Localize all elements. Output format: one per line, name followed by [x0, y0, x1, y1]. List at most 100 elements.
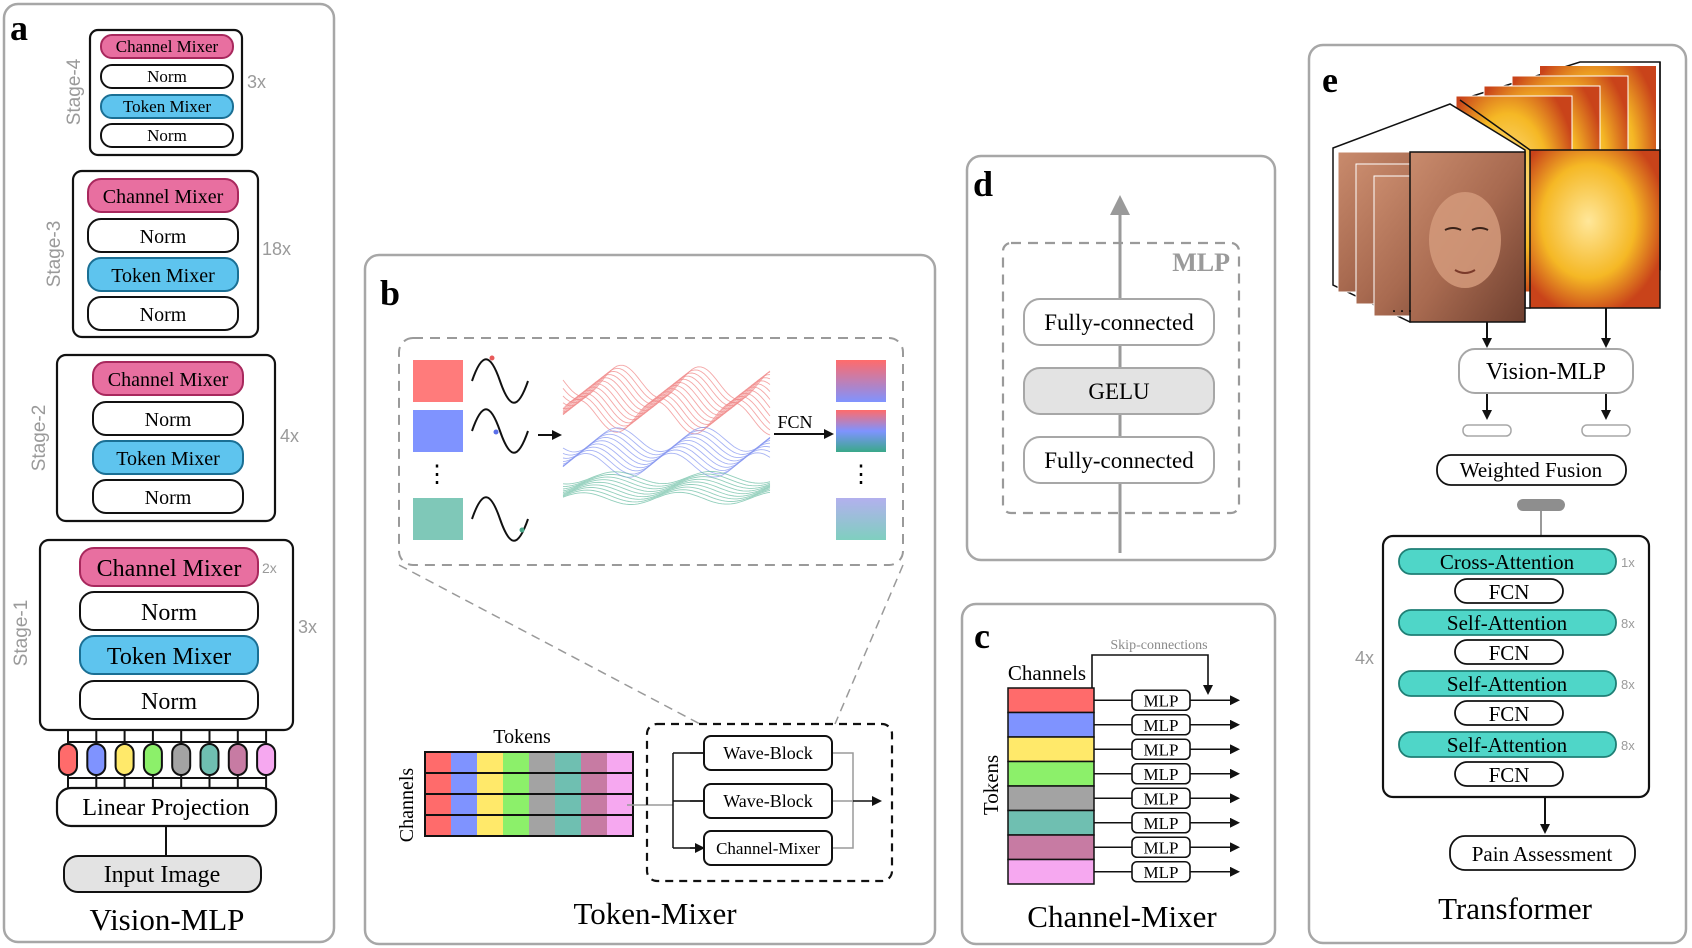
wave-line	[562, 470, 771, 485]
wave-line	[562, 476, 771, 490]
stage-1-channel-repeat: 2x	[262, 560, 277, 576]
pain-assessment-label: Pain Assessment	[1472, 842, 1613, 866]
wave-block-1	[703, 735, 833, 771]
mlp-box-label: MLP	[1144, 838, 1179, 857]
linear-projection-label: Linear Projection	[82, 795, 249, 821]
fully-connected-top-label: Fully-connected	[1044, 310, 1194, 335]
stage-2-norm-1	[92, 401, 244, 436]
self-attention-2-label: Self-Attention	[1447, 672, 1568, 696]
embedding-right	[1581, 424, 1631, 437]
grid-outline	[424, 751, 634, 837]
wave-line	[562, 395, 771, 432]
stage-4-channel-mixer	[100, 34, 234, 59]
wave-line	[562, 399, 771, 436]
stage-3-label: Stage-3	[44, 221, 65, 288]
wave-line	[562, 392, 771, 428]
stage-1-token-mixer	[79, 635, 259, 675]
panel-c: c Skip-connections Channels Tokens MLPML…	[960, 602, 1277, 946]
stage-1-channel-mixer	[79, 547, 259, 587]
weighted-fusion-box	[1436, 454, 1627, 486]
wave-block-2	[703, 783, 833, 819]
mlp-box-label: MLP	[1144, 765, 1179, 784]
patch-tokens	[58, 730, 277, 788]
wave-zoom-frame	[398, 337, 904, 566]
stage-2-norm-1-label: Norm	[145, 409, 192, 431]
mlp-dashed-box	[1001, 241, 1241, 515]
self-attention-box-1	[1398, 609, 1617, 636]
stage-4-token-mixer	[100, 94, 234, 119]
mlp-box-label: MLP	[1144, 691, 1179, 710]
thermal-video-stack	[1455, 61, 1661, 309]
stage-2-token-mixer-label: Token Mixer	[116, 448, 220, 470]
panel-b-letter: b	[380, 273, 400, 313]
stage-3-token-mixer-label: Token Mixer	[111, 265, 215, 287]
token-row	[1007, 858, 1095, 885]
output-square-2	[836, 410, 886, 452]
stage-4-norm-1	[100, 64, 234, 89]
wave-line	[562, 433, 771, 459]
patch-token	[142, 743, 163, 776]
stage-4-norm-2-label: Norm	[147, 126, 187, 145]
gelu-label: GELU	[1088, 379, 1150, 404]
zoom-guide-left	[398, 564, 701, 725]
panel-d-letter: d	[973, 164, 993, 204]
token-square-teal	[413, 498, 463, 540]
token-row	[1007, 834, 1095, 861]
grid-tokens-label: Tokens	[493, 726, 551, 748]
cross-attention-box	[1398, 548, 1617, 575]
fully-connected-bottom	[1023, 436, 1215, 484]
wave-mlp-box	[645, 722, 894, 883]
self-attention-3-label: Self-Attention	[1447, 733, 1568, 757]
panel-e-frame	[1307, 43, 1688, 945]
fcn-box-1	[1454, 578, 1564, 604]
self-attention-box-3	[1398, 731, 1617, 758]
wave-block-1-label: Wave-Block	[723, 743, 813, 763]
rgb-video-stack: . . .	[1332, 103, 1526, 323]
panel-c-frame	[960, 602, 1277, 946]
token-square-blue	[413, 410, 463, 452]
stage-1-label: Stage-1	[11, 600, 32, 667]
transformer-outer-repeat: 4x	[1355, 648, 1374, 668]
patch-token	[86, 743, 107, 776]
patch-token	[171, 743, 192, 776]
stage-3-norm-1-label: Norm	[140, 226, 187, 248]
mlp-box-label: MLP	[1144, 740, 1179, 759]
vision-mlp-box	[1458, 348, 1634, 394]
wave-line	[562, 489, 771, 503]
stage-4-token-mixer-label: Token Mixer	[123, 97, 211, 116]
panel-d: d MLP Fully-connected GELU Fully-connect…	[965, 154, 1277, 562]
sine-icon-2	[471, 408, 529, 454]
panel-c-letter: c	[974, 616, 990, 656]
channels-header: Channels	[1008, 661, 1086, 685]
panel-c-caption: Channel-Mixer	[1027, 899, 1217, 934]
fully-connected-bottom-label: Fully-connected	[1044, 448, 1194, 473]
stage-2-label: Stage-2	[29, 405, 50, 472]
token-row	[1007, 736, 1095, 763]
mlp-title: MLP	[1172, 248, 1230, 277]
zoom-guide-right	[834, 564, 904, 725]
stage-1-channel-mixer-label: Channel Mixer	[97, 556, 242, 582]
wave-line	[562, 380, 771, 416]
stage-3-channel-mixer-label: Channel Mixer	[103, 186, 224, 208]
self-attention-1-label: Self-Attention	[1447, 611, 1568, 635]
wave-line	[562, 481, 771, 495]
fused-embedding	[1517, 499, 1565, 511]
fully-connected-top	[1023, 298, 1215, 346]
stage-1: Channel Mixer 2x Norm Token Mixer Norm S…	[11, 538, 317, 732]
token-channel-grid	[424, 751, 634, 837]
token-row	[1007, 809, 1095, 836]
stage-3-norm-2-label: Norm	[140, 304, 187, 326]
stage-4-label: Stage-4	[64, 58, 85, 125]
panel-a-letter: a	[10, 8, 28, 48]
stage-4-repeat: 3x	[247, 72, 266, 92]
token-row	[1007, 760, 1095, 787]
sine-icon-3	[471, 496, 529, 542]
fcn-label: FCN	[777, 412, 812, 432]
token-square-red	[413, 360, 463, 402]
stage-2: Channel Mixer Norm Token Mixer Norm Stag…	[29, 353, 299, 523]
panel-b: b ⋮ FCN ⋮ Token	[363, 253, 937, 946]
stage-3-norm-1	[87, 218, 239, 253]
wave-line	[562, 386, 771, 422]
